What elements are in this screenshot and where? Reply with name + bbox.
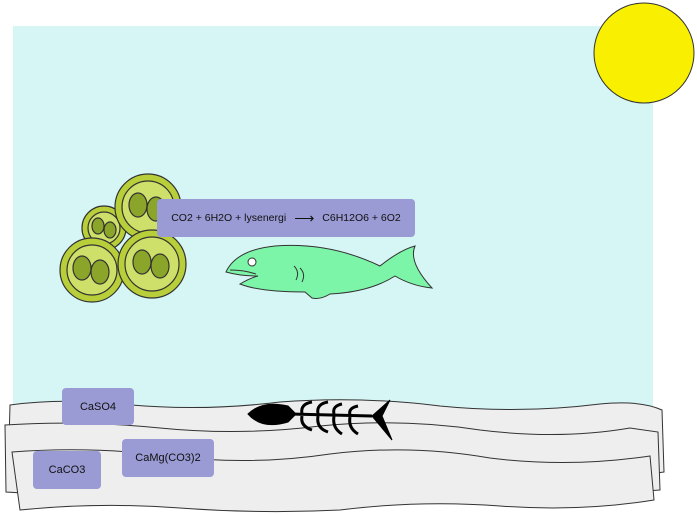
sun-icon: [593, 2, 695, 104]
equation-products: C6H12O6 + 6O2: [322, 212, 401, 224]
photosynthesis-equation: CO2 + 6H2O + lysenergi ⟶ C6H12O6 + 6O2: [157, 199, 415, 237]
equation-reactants: CO2 + 6H2O + lysenergi: [171, 212, 287, 224]
algae-cell: [117, 229, 187, 299]
fish-icon: [225, 244, 434, 299]
mineral-label-caso4: CaSO4: [62, 388, 134, 425]
algae-cell: [59, 237, 125, 303]
fish-skeleton-icon: [247, 399, 393, 441]
mineral-label-camg: CaMg(CO3)2: [122, 439, 214, 477]
reaction-arrow: ⟶: [294, 209, 315, 226]
mineral-label-caco3: CaCO3: [33, 451, 101, 489]
